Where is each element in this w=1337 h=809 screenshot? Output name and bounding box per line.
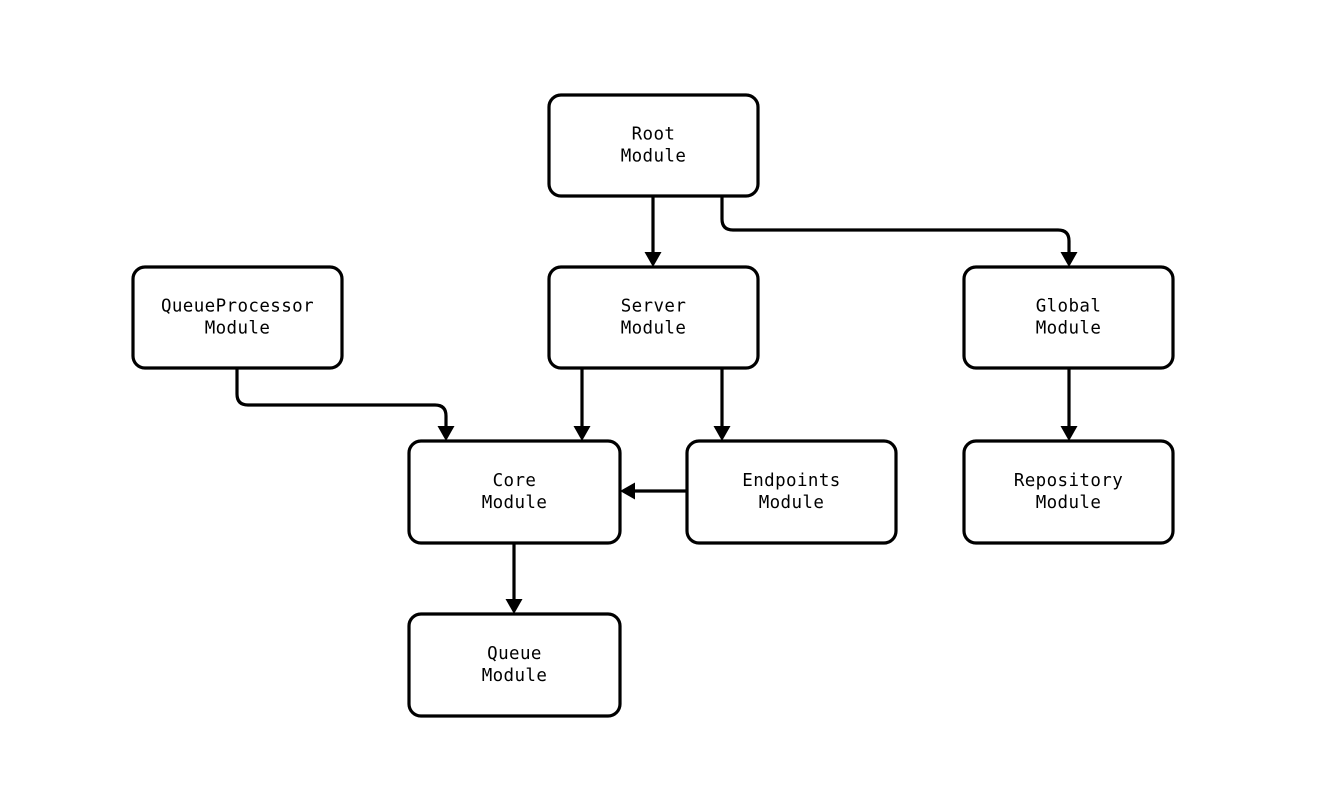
node-box-queue[interactable] (407, 612, 622, 718)
edge-server-to-endpoints (713, 368, 731, 441)
node-label-line1-queueprocessor: QueueProcessor (161, 297, 314, 317)
node-box-core[interactable] (407, 439, 622, 545)
arrowhead-core-to-queue (505, 599, 523, 614)
node-box-global[interactable] (962, 265, 1175, 370)
arrowhead-root-to-global (1060, 252, 1078, 267)
edge-queueprocessor-to-core (235, 368, 455, 441)
node-label-line2-repository: Module (1036, 493, 1102, 513)
edge-server-to-core (573, 368, 591, 441)
edges-layer (235, 196, 1078, 614)
arrowhead-global-to-repository (1060, 426, 1078, 441)
node-label-line2-endpoints: Module (759, 493, 825, 513)
edge-line-queueprocessor-to-core (235, 368, 448, 426)
node-box-server[interactable] (547, 265, 760, 370)
node-label-line2-queue: Module (482, 666, 548, 686)
node-box-repository[interactable] (962, 439, 1175, 545)
node-label-line1-queue: Queue (487, 644, 542, 664)
node-box-queueprocessor[interactable] (131, 265, 344, 370)
node-label-line1-root: Root (632, 125, 676, 145)
arrowhead-server-to-core (573, 426, 591, 441)
edge-line-root-to-global (720, 196, 1071, 252)
edge-root-to-global (720, 196, 1078, 267)
arrowhead-server-to-endpoints (713, 426, 731, 441)
node-label-line2-global: Module (1036, 319, 1102, 339)
arrowhead-endpoints-to-core (620, 482, 635, 500)
node-box-endpoints[interactable] (685, 439, 898, 545)
nodes-layer: RootModuleQueueProcessorModuleServerModu… (131, 93, 1175, 718)
node-label-line1-core: Core (493, 471, 537, 491)
node-label-line2-root: Module (621, 147, 687, 167)
edge-endpoints-to-core (620, 482, 687, 500)
edge-global-to-repository (1060, 368, 1078, 441)
edge-core-to-queue (505, 543, 523, 614)
node-box-root[interactable] (547, 93, 760, 198)
edge-root-to-server (644, 196, 662, 267)
node-label-line1-server: Server (621, 297, 687, 317)
arrowhead-queueprocessor-to-core (437, 426, 455, 441)
node-label-line1-global: Global (1036, 297, 1102, 317)
arrowhead-root-to-server (644, 252, 662, 267)
node-label-line2-core: Module (482, 493, 548, 513)
node-label-line2-server: Module (621, 319, 687, 339)
node-label-line1-repository: Repository (1014, 471, 1123, 491)
node-label-line2-queueprocessor: Module (205, 319, 271, 339)
node-label-line1-endpoints: Endpoints (742, 471, 840, 491)
